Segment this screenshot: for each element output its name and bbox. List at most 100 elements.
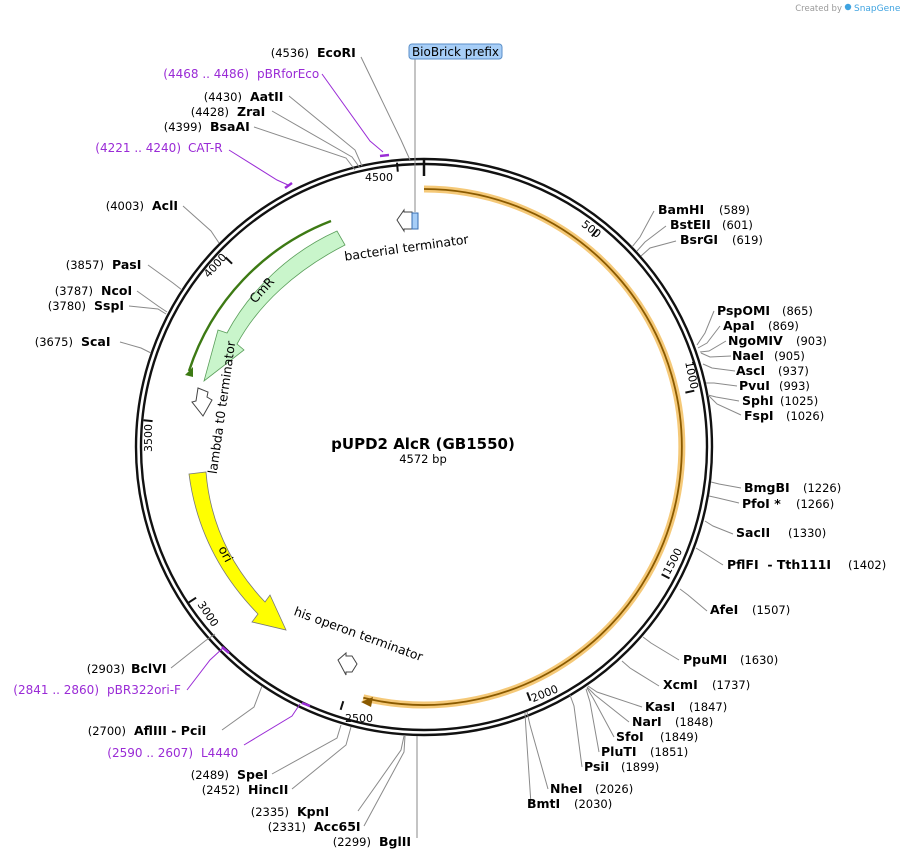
leader-bamhi bbox=[631, 210, 655, 248]
site-bclvi[interactable]: (2903)BclVI bbox=[87, 661, 167, 676]
site-pspomi-name: PspOMI bbox=[717, 303, 770, 318]
site-pflfi-tth111i[interactable]: PflFI - Tth111I(1402) bbox=[727, 557, 886, 572]
site-leader-lines bbox=[119, 56, 742, 838]
leader-xcmi bbox=[621, 660, 660, 687]
leader-spei bbox=[271, 724, 342, 775]
site-nari-pos: (1848) bbox=[675, 715, 713, 729]
site-psii[interactable]: PsiI(1899) bbox=[584, 759, 659, 774]
site-bamhi[interactable]: BamHI(589) bbox=[658, 202, 750, 217]
site-sfoi[interactable]: SfoI(1849) bbox=[616, 729, 698, 744]
site-acc65i[interactable]: (2331) Acc65I bbox=[268, 819, 361, 834]
tick-mark-2500 bbox=[339, 700, 345, 711]
his-operon-arrow bbox=[337, 651, 358, 676]
ori-arrow bbox=[188, 471, 287, 631]
primer-cat-r[interactable]: (4221 .. 4240)CAT-R bbox=[95, 141, 222, 155]
leader-zrai bbox=[271, 110, 361, 169]
orange-feature[interactable] bbox=[361, 185, 686, 709]
site-pasi[interactable]: (3857)PasI bbox=[66, 257, 142, 272]
site-acli-pos: (4003) bbox=[106, 199, 144, 213]
site-bsaai[interactable]: (4399)BsaAI bbox=[164, 119, 250, 134]
leader-asci bbox=[702, 363, 736, 372]
cmr-feature[interactable]: CmR bbox=[185, 219, 346, 383]
plasmid-length: 4572 bp bbox=[399, 452, 447, 466]
site-sspi[interactable]: (3780)SspI bbox=[48, 298, 124, 313]
primer-pbr322ori-f[interactable]: (2841 .. 2860)pBR322ori-F bbox=[13, 683, 181, 697]
site-spei[interactable]: (2489)SpeI bbox=[191, 767, 268, 782]
ori-feature[interactable]: ori bbox=[188, 471, 287, 631]
tick-mark-1500 bbox=[661, 573, 670, 580]
site-bmti[interactable]: BmtI(2030) bbox=[527, 796, 612, 811]
site-bclvi-pos: (2903) bbox=[87, 662, 125, 676]
site-nari[interactable]: NarI(1848) bbox=[632, 714, 713, 729]
site-xcmi[interactable]: XcmI(1737) bbox=[663, 677, 750, 692]
site-pspomi[interactable]: PspOMI(865) bbox=[717, 303, 813, 318]
site-asci[interactable]: AscI(937) bbox=[736, 363, 809, 378]
biobrick-prefix[interactable]: BioBrick prefix bbox=[408, 43, 503, 230]
site-apai[interactable]: ApaI(869) bbox=[723, 318, 799, 333]
site-bmti-pos: (2030) bbox=[574, 797, 612, 811]
site-pluti[interactable]: PluTI(1851) bbox=[601, 744, 688, 759]
site-hincii[interactable]: (2452)HincII bbox=[202, 782, 289, 797]
leader-bclvi bbox=[170, 633, 216, 669]
site-nhei[interactable]: NheI(2026) bbox=[550, 781, 633, 796]
site-ncoi-pos: (3787) bbox=[55, 284, 93, 298]
site-bmgbi[interactable]: BmgBI(1226) bbox=[744, 480, 841, 495]
site-kpni[interactable]: (2335)KpnI bbox=[251, 804, 329, 819]
site-ngomiv[interactable]: NgoMIV(903) bbox=[728, 333, 827, 348]
site-bglii[interactable]: (2299)BglII bbox=[333, 834, 411, 849]
site-ecori[interactable]: (4536)EcoRI bbox=[271, 45, 356, 60]
site-naei[interactable]: NaeI(905) bbox=[732, 348, 805, 363]
tick-label-1500: 1500 bbox=[661, 546, 686, 577]
site-acc65i-pos: (2331) bbox=[268, 820, 306, 834]
primer-pbrforeco[interactable]: (4468 .. 4486)pBRforEco bbox=[163, 67, 319, 81]
site-sphi[interactable]: SphI(1025) bbox=[742, 393, 818, 408]
site-aatii[interactable]: (4430)AatII bbox=[204, 89, 284, 104]
cmr-arrow bbox=[203, 230, 346, 383]
site-acc65i-name: Acc65I bbox=[314, 819, 361, 834]
biobrick-prefix-box bbox=[411, 212, 419, 230]
site-bsteii[interactable]: BstEII(601) bbox=[670, 217, 753, 232]
site-acli[interactable]: (4003)AclI bbox=[106, 198, 178, 213]
site-pasi-pos: (3857) bbox=[66, 258, 104, 272]
site-scai[interactable]: (3675)ScaI bbox=[35, 334, 111, 349]
site-afliii-pcii[interactable]: (2700)AflIII - PciI bbox=[88, 723, 207, 738]
site-sacii[interactable]: SacII(1330) bbox=[736, 525, 826, 540]
primer-l4440[interactable]: (2590 .. 2607)L4440 bbox=[107, 746, 238, 760]
site-pflfi-pos: (1402) bbox=[848, 558, 886, 572]
site-kasi[interactable]: KasI(1847) bbox=[645, 699, 727, 714]
site-bsrgi[interactable]: BsrGI(619) bbox=[680, 232, 763, 247]
site-afliii-pos: (2700) bbox=[88, 724, 126, 738]
site-afei-name: AfeI bbox=[710, 602, 738, 617]
site-zrai[interactable]: (4428)ZraI bbox=[191, 104, 266, 119]
bacterial-terminator[interactable]: bacterial terminator bbox=[343, 208, 470, 264]
leader-pflfi bbox=[695, 547, 724, 566]
leader-sfoi bbox=[586, 687, 615, 738]
primer-pbr322ori-f-range: (2841 .. 2860) bbox=[13, 683, 99, 697]
his-operon-label: his operon terminator bbox=[292, 603, 426, 664]
primer-pbrforeco-name: pBRforEco bbox=[257, 67, 319, 81]
site-sacii-pos: (1330) bbox=[788, 526, 826, 540]
leader-pluti bbox=[585, 688, 600, 753]
site-nhei-pos: (2026) bbox=[595, 782, 633, 796]
site-afei[interactable]: AfeI(1507) bbox=[710, 602, 790, 617]
snapgene-logo-icon bbox=[844, 3, 852, 11]
site-ncoi-name: NcoI bbox=[101, 283, 132, 298]
site-pfoi[interactable]: PfoI *(1266) bbox=[742, 496, 834, 511]
leader-fspi bbox=[707, 394, 742, 416]
primer-marks bbox=[186, 73, 390, 746]
site-naei-name: NaeI bbox=[732, 348, 764, 363]
tick-mark-4000 bbox=[224, 256, 233, 265]
site-hincii-name: HincII bbox=[248, 782, 288, 797]
site-sphi-pos: (1025) bbox=[780, 394, 818, 408]
leader-ncoi bbox=[136, 290, 168, 313]
his-operon-terminator[interactable]: his operon terminator bbox=[292, 603, 426, 676]
leader-acc65i bbox=[363, 735, 406, 827]
ruler-ticks bbox=[143, 162, 695, 711]
site-fspi[interactable]: FspI(1026) bbox=[744, 408, 824, 423]
site-ppumi[interactable]: PpuMI(1630) bbox=[683, 652, 778, 667]
site-pvui[interactable]: PvuI(993) bbox=[739, 378, 810, 393]
site-ncoi[interactable]: (3787) NcoI bbox=[55, 283, 132, 298]
site-sspi-name: SspI bbox=[94, 298, 124, 313]
site-ecori-pos: (4536) bbox=[271, 46, 309, 60]
